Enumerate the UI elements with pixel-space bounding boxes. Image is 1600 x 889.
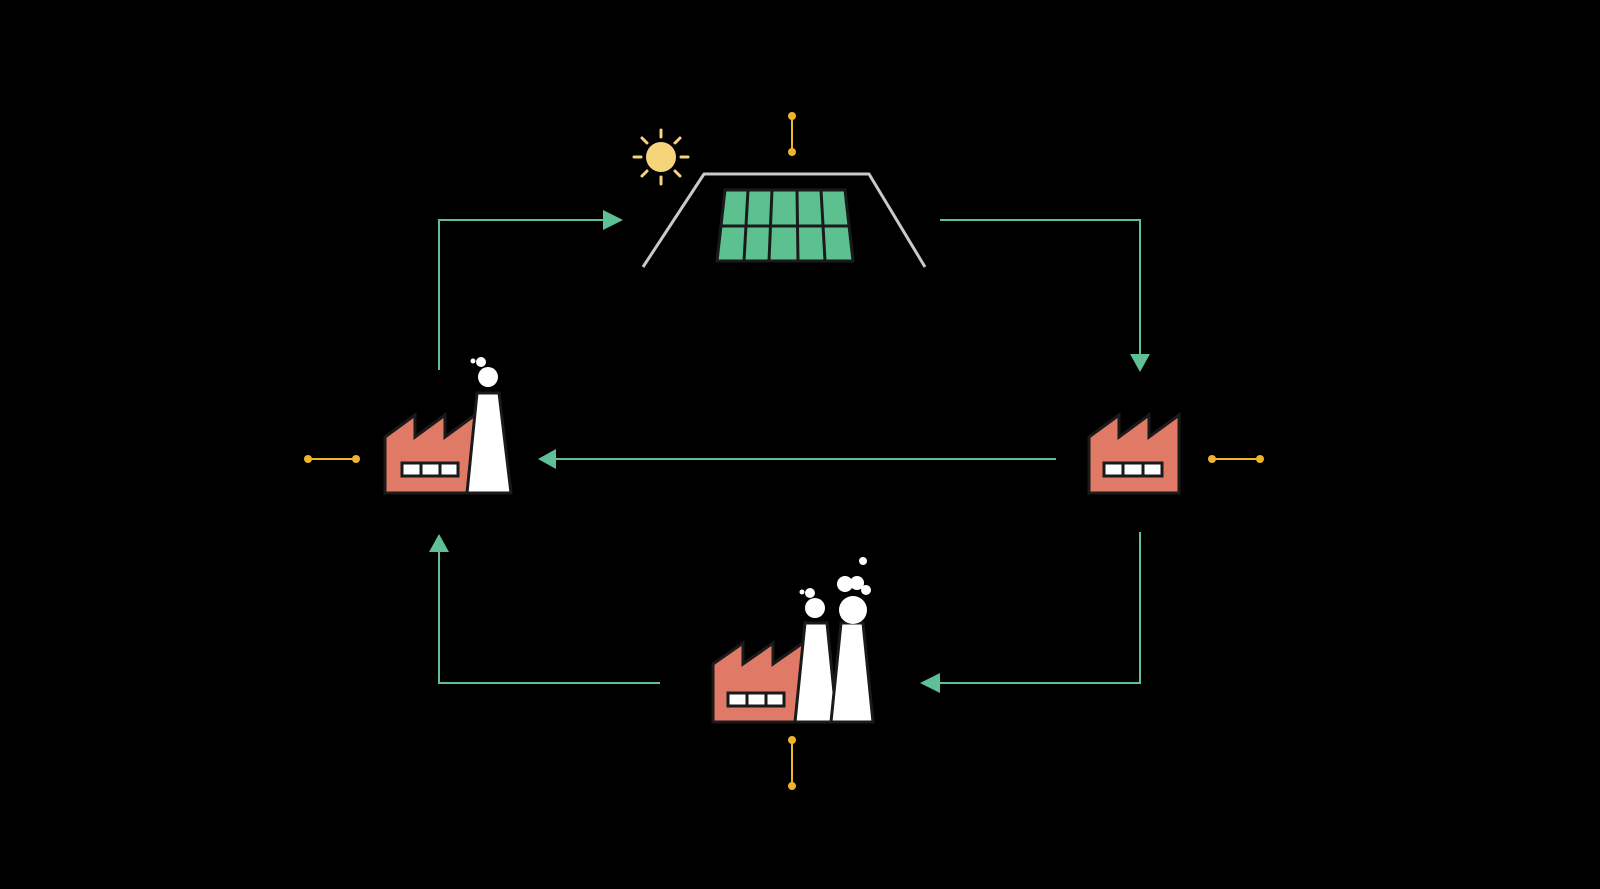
connector-top <box>788 112 796 156</box>
solar-panel-icon <box>641 172 927 268</box>
flow-arrows <box>429 210 1150 693</box>
factory-two-chimneys-icon <box>711 557 875 724</box>
factory-icon <box>1087 412 1181 495</box>
connector-right <box>1208 455 1264 463</box>
arrow-factory-bottom-to-factory-left <box>429 534 660 684</box>
arrow-factory-right-to-factory-left <box>538 449 1056 469</box>
smoke-icon <box>799 557 871 624</box>
sun-icon <box>632 128 690 186</box>
smoke-icon <box>470 357 498 387</box>
connector-bottom <box>788 736 796 790</box>
connector-left <box>304 455 360 463</box>
factory-windows <box>1102 461 1164 478</box>
arrow-factory-right-to-factory-bottom <box>920 532 1141 693</box>
factory-one-chimney-icon <box>383 357 513 495</box>
factory-windows <box>400 461 460 478</box>
factory-windows <box>726 691 786 708</box>
connector-pins <box>304 112 1264 790</box>
arrow-factory-left-to-solar <box>438 210 623 370</box>
arrow-solar-to-factory-right <box>940 219 1150 372</box>
